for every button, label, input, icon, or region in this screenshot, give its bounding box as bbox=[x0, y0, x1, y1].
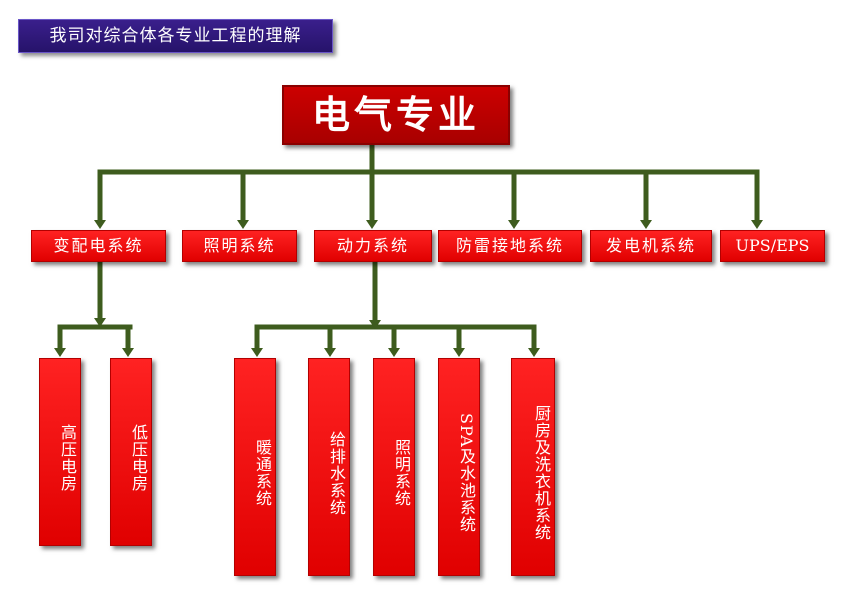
node-hvac-label: 暖通系统 bbox=[253, 439, 272, 507]
node-lighting: 照明系统 bbox=[182, 230, 297, 262]
node-spa-pool-label: SPA及水池系统 bbox=[457, 413, 476, 533]
node-ups-eps: UPS/EPS bbox=[720, 230, 825, 262]
connector-arrowheads bbox=[54, 220, 763, 357]
node-substation: 变配电系统 bbox=[31, 230, 166, 262]
root-label: 电气专业 bbox=[311, 92, 480, 137]
node-lv-room: 低压电房 bbox=[110, 358, 152, 546]
node-hv-room: 高压电房 bbox=[39, 358, 81, 546]
node-lighting-sub: 照明系统 bbox=[373, 358, 415, 576]
node-hv-room-label: 高压电房 bbox=[58, 424, 77, 492]
node-plumbing-label: 给排水系统 bbox=[327, 430, 346, 516]
node-power: 动力系统 bbox=[314, 230, 432, 262]
node-lighting-sub-label: 照明系统 bbox=[392, 439, 411, 507]
node-lv-room-label: 低压电房 bbox=[129, 424, 148, 492]
node-ups-eps-label: UPS/EPS bbox=[735, 236, 810, 255]
node-lightning-grounding-label: 防雷接地系统 bbox=[455, 236, 564, 255]
node-lighting-label: 照明系统 bbox=[203, 236, 276, 255]
root-node: 电气专业 bbox=[282, 85, 510, 145]
node-spa-pool: SPA及水池系统 bbox=[438, 358, 480, 576]
node-plumbing: 给排水系统 bbox=[308, 358, 350, 576]
node-substation-label: 变配电系统 bbox=[53, 236, 144, 255]
node-lightning-grounding: 防雷接地系统 bbox=[438, 230, 582, 262]
node-kitchen-laundry-label: 厨房及洗衣机系统 bbox=[532, 405, 551, 541]
page-title: 我司对综合体各专业工程的理解 bbox=[49, 26, 302, 46]
node-generator: 发电机系统 bbox=[590, 230, 712, 262]
node-kitchen-laundry: 厨房及洗衣机系统 bbox=[511, 358, 555, 576]
page-title-banner: 我司对综合体各专业工程的理解 bbox=[18, 19, 333, 53]
node-hvac: 暖通系统 bbox=[234, 358, 276, 576]
node-generator-label: 发电机系统 bbox=[605, 236, 696, 255]
node-power-label: 动力系统 bbox=[336, 236, 409, 255]
